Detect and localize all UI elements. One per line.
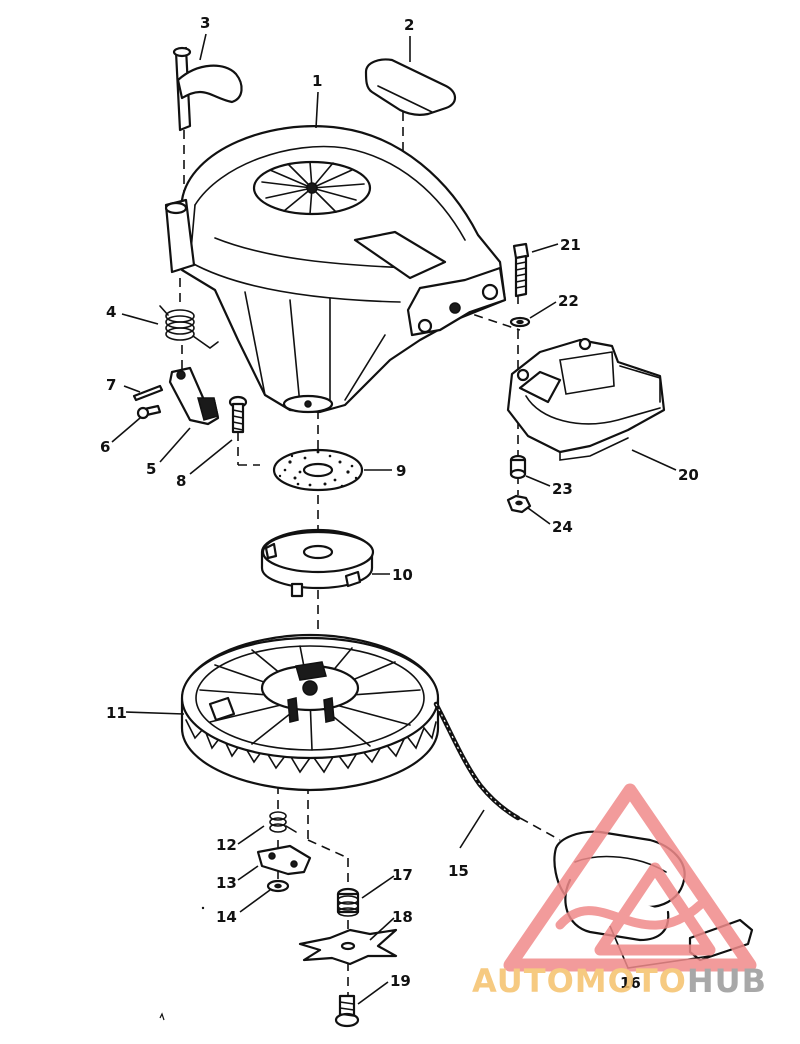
callout-24: 24 <box>552 518 573 536</box>
part-12-pawl-spring <box>269 811 297 833</box>
callout-10: 10 <box>392 566 413 584</box>
callout-8: 8 <box>176 472 186 490</box>
callout-14: 14 <box>216 908 237 926</box>
callout-17: 17 <box>392 866 413 884</box>
part-8-bolt <box>228 395 248 434</box>
callout-16: 16 <box>620 974 641 992</box>
housing-vent-grille <box>252 160 372 216</box>
callout-13: 13 <box>216 874 237 892</box>
callout-22: 22 <box>558 292 579 310</box>
callout-9: 9 <box>396 462 406 480</box>
part-6-screw <box>136 404 162 420</box>
part-21-bolt <box>512 242 530 298</box>
callout-7: 7 <box>106 376 116 394</box>
callout-15: 15 <box>448 862 469 880</box>
part-2-cover-pad <box>364 58 457 116</box>
part-20-bracket <box>506 337 666 461</box>
part-7-pin <box>132 384 164 402</box>
callout-21: 21 <box>560 236 581 254</box>
part-14-washer <box>266 879 290 893</box>
callout-leader-lines <box>111 33 711 1005</box>
callout-11: 11 <box>106 704 127 722</box>
scan-specks <box>159 906 205 1021</box>
part-17-spring <box>336 887 360 917</box>
part-9-friction-washer <box>272 448 364 492</box>
callout-12: 12 <box>216 836 237 854</box>
part-24-nut <box>506 494 532 514</box>
callout-6: 6 <box>100 438 110 456</box>
callout-20: 20 <box>678 466 699 484</box>
part-11-pulley <box>180 633 440 792</box>
watermark-text-hub: HUB <box>687 962 767 1000</box>
part-18-retainer-plate <box>298 928 398 966</box>
part-19-screw <box>334 994 360 1028</box>
callout-19: 19 <box>390 972 411 990</box>
callout-labels: 1 2 3 4 5 6 7 8 9 10 11 12 13 14 15 16 1… <box>100 14 699 992</box>
automotohub-watermark: AUTOMOTOHUB <box>472 783 767 1000</box>
part-10-retainer <box>260 528 375 598</box>
part-5-pawl <box>168 366 220 426</box>
watermark-triangle-logo <box>503 783 757 972</box>
part-13-pawl <box>256 844 312 876</box>
callout-18: 18 <box>392 908 413 926</box>
part-22-washer <box>509 316 531 328</box>
part-15-starter-rope <box>433 701 521 821</box>
part-3-lever <box>172 46 243 132</box>
callout-3: 3 <box>200 14 210 32</box>
callout-5: 5 <box>146 460 156 478</box>
part-4-spring <box>159 305 219 349</box>
callout-4: 4 <box>106 303 116 321</box>
callout-23: 23 <box>552 480 573 498</box>
svg-text:AUTOMOTOHUB: AUTOMOTOHUB <box>472 962 767 1000</box>
watermark-text-automoto: AUTOMOTO <box>472 962 687 1000</box>
callout-1: 1 <box>312 72 322 90</box>
part-23-spacer <box>509 454 527 480</box>
callout-2: 2 <box>404 16 414 34</box>
part-1-starter-housing <box>164 125 507 414</box>
